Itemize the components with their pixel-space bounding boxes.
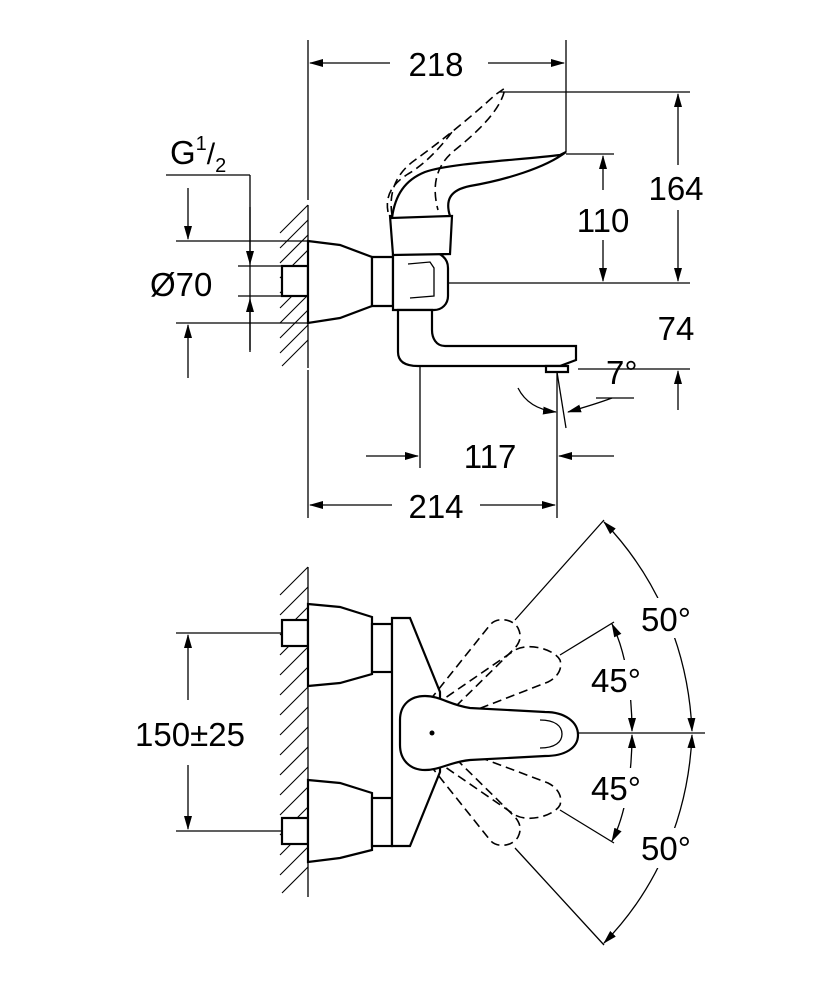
dim-218: 218 (408, 46, 463, 83)
lever-position-50-down (429, 752, 521, 847)
dim-110: 110 (577, 202, 630, 239)
escutcheon-lower (306, 778, 374, 864)
dim-50-down: 50° (641, 830, 691, 867)
neck-lower (370, 796, 394, 848)
connector-upper (280, 618, 310, 648)
dim-thread: G1/2 (170, 133, 226, 177)
body-neck (370, 255, 395, 308)
side-view: 218 G1/2 Ø70 164 110 74 (150, 40, 704, 525)
dim-45-down: 45° (591, 770, 641, 807)
wall-hatching-bottom (279, 566, 309, 897)
dim-117: 117 (464, 438, 517, 475)
wall-connector (280, 264, 310, 298)
lever-top (398, 694, 580, 772)
spout (396, 308, 578, 368)
dim-214: 214 (408, 488, 463, 525)
dim-45-up: 45° (591, 662, 641, 699)
lever-position-50-up (429, 618, 521, 713)
dim-7-degrees: 7° (606, 354, 638, 391)
escutcheon (306, 239, 374, 325)
dim-50-up: 50° (641, 601, 691, 638)
dim-diameter: Ø70 (150, 266, 212, 303)
dim-164: 164 (648, 170, 703, 207)
neck-upper (370, 622, 394, 674)
dim-74: 74 (658, 310, 695, 347)
top-view: 150±25 50° 45° 45° 50° (135, 519, 705, 946)
lever-base (388, 214, 454, 257)
cartridge-body (391, 250, 450, 312)
lever-handle (390, 151, 567, 220)
aerator (544, 364, 570, 374)
escutcheon-upper (306, 602, 374, 688)
connector-lower (280, 816, 310, 846)
dim-150: 150±25 (135, 716, 245, 753)
lever-position-45-up (434, 645, 562, 719)
lever-raised-outline (390, 86, 507, 216)
lever-position-45-down (434, 747, 562, 820)
